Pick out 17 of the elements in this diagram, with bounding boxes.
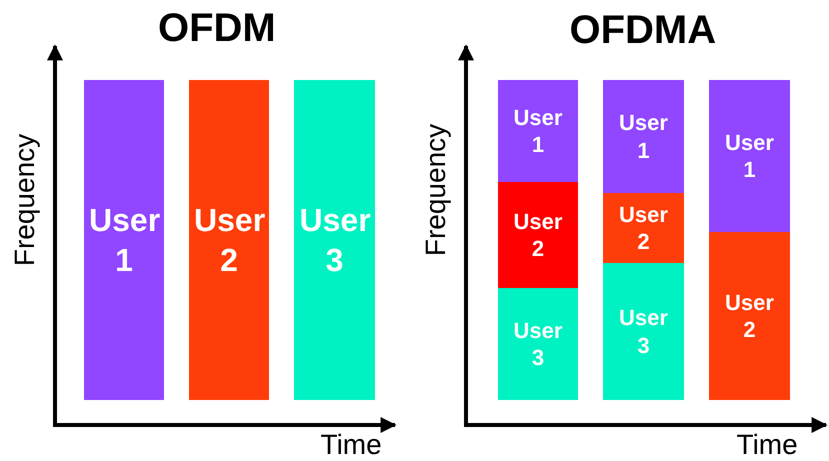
axis-label: Time <box>736 429 798 461</box>
user-block: User 1 <box>603 80 684 193</box>
user-block: User 2 <box>189 80 269 400</box>
axis-label: Frequency <box>9 134 42 266</box>
user-block: User 3 <box>498 288 578 400</box>
user-block: User 1 <box>84 80 164 400</box>
user-block: User 2 <box>498 182 578 288</box>
user-block: User 2 <box>709 232 790 400</box>
user-block: User 3 <box>603 263 684 400</box>
user-block: User 1 <box>498 80 578 182</box>
chart-title: OFDM <box>158 6 276 50</box>
chart-title: OFDMA <box>570 8 716 52</box>
axis-label: Frequency <box>420 124 452 256</box>
user-block: User 1 <box>709 80 790 232</box>
user-block: User 2 <box>603 193 684 263</box>
axis-label: Time <box>320 429 382 461</box>
user-block: User 3 <box>294 80 375 400</box>
